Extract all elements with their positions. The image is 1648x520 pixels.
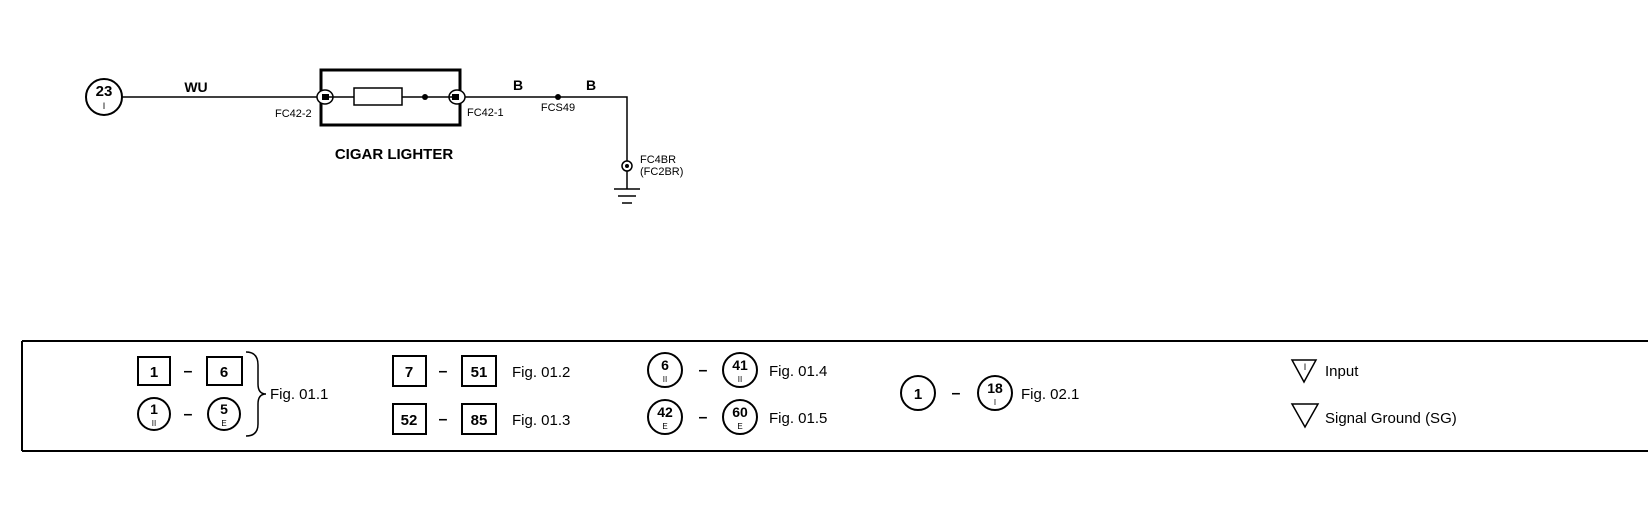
legend-symbol-signal-ground: Signal Ground (SG) (1290, 403, 1457, 429)
legend-circle-end: 18 (987, 380, 1003, 396)
legend-fig-label: Fig. 01.4 (769, 363, 827, 380)
legend-fig-label: Fig. 01.1 (270, 386, 328, 403)
legend-group-fig-01-3: 52 – 85 Fig. 01.3 (392, 403, 570, 435)
ground-point-alt-label: (FC2BR) (640, 166, 683, 178)
heating-element (353, 87, 403, 106)
input-triangle-mark: I (1304, 362, 1307, 372)
legend-circle-end-sub: I (994, 398, 996, 407)
legend-brace (245, 351, 267, 437)
svg-text:–: – (439, 411, 448, 428)
svg-text:–: – (184, 363, 193, 380)
legend-circle-start: 42 (657, 404, 673, 420)
legend-box-start: 52 (401, 412, 418, 429)
legend-circle-start-sub: II (663, 375, 667, 384)
component-name: CIGAR LIGHTER (335, 146, 453, 163)
legend-circle-end: 5 (220, 401, 228, 417)
svg-text:–: – (952, 385, 961, 402)
legend-circle-start-sub: E (662, 422, 667, 431)
legend-group-fig-01-1-squares: 1 – 6 (137, 356, 243, 386)
input-symbol-label: Input (1325, 363, 1359, 380)
legend-box-start: 7 (405, 364, 413, 381)
internal-junction (422, 94, 428, 100)
legend-group-fig-02-1: 1 – 18 I Fig. 02.1 (900, 375, 1079, 411)
legend-group-fig-01-5: 42 E – 60 E Fig. 01.5 (647, 399, 827, 435)
pin-left-label: FC42-2 (275, 108, 312, 120)
legend-circle-start-sub: II (152, 419, 156, 428)
svg-text:–: – (439, 363, 448, 380)
wire-right-color-1: B (513, 77, 523, 93)
legend-fig-label: Fig. 01.2 (512, 364, 570, 381)
splice-dot (555, 94, 561, 100)
legend-box-end: 85 (471, 412, 488, 429)
legend-circle-start: 1 (150, 401, 158, 417)
legend-circle-end: 41 (732, 357, 748, 373)
svg-text:–: – (184, 406, 193, 423)
legend-box-end: 51 (471, 364, 488, 381)
wire-right (465, 96, 628, 162)
legend-circle-end-sub: E (221, 419, 226, 428)
legend-box-end: 6 (220, 364, 228, 381)
ground-eyelet (621, 160, 633, 189)
svg-text:–: – (699, 409, 708, 426)
wire-left-color: WU (184, 79, 207, 95)
svg-text:–: – (699, 362, 708, 379)
legend-group-fig-01-2: 7 – 51 Fig. 01.2 (392, 355, 570, 387)
ground-symbol (614, 188, 640, 204)
legend-group-fig-01-4: 6 II – 41 II Fig. 01.4 (647, 352, 827, 388)
legend-symbol-input: I Input (1290, 359, 1359, 384)
source-connector-number: 23 (96, 83, 113, 100)
legend-group-fig-01-1-circles: 1 II – 5 E (137, 397, 241, 431)
legend-box-start: 1 (150, 364, 158, 381)
signal-ground-triangle-icon (1290, 403, 1320, 429)
wire-right-color-2: B (586, 77, 596, 93)
ground-point-label: FC4BR (640, 154, 676, 166)
pin-right-label: FC42-1 (467, 107, 504, 119)
legend-fig-label: Fig. 02.1 (1021, 386, 1079, 403)
legend-circle-end: 60 (732, 404, 748, 420)
legend-circle-start: 6 (661, 357, 669, 373)
signal-ground-symbol-label: Signal Ground (SG) (1325, 410, 1457, 427)
source-connector-suffix: I (103, 101, 106, 111)
source-connector: 23 I (85, 78, 123, 116)
legend-box (21, 340, 1648, 452)
legend-circle-end-sub: II (738, 375, 742, 384)
legend-circle-end-sub: E (737, 422, 742, 431)
cigar-lighter-component (316, 68, 466, 127)
input-triangle-icon (1290, 359, 1318, 384)
legend-circle-start: 1 (914, 386, 922, 403)
splice-label: FCS49 (541, 102, 575, 114)
legend-fig-label: Fig. 01.5 (769, 410, 827, 427)
legend-fig-label: Fig. 01.3 (512, 412, 570, 429)
